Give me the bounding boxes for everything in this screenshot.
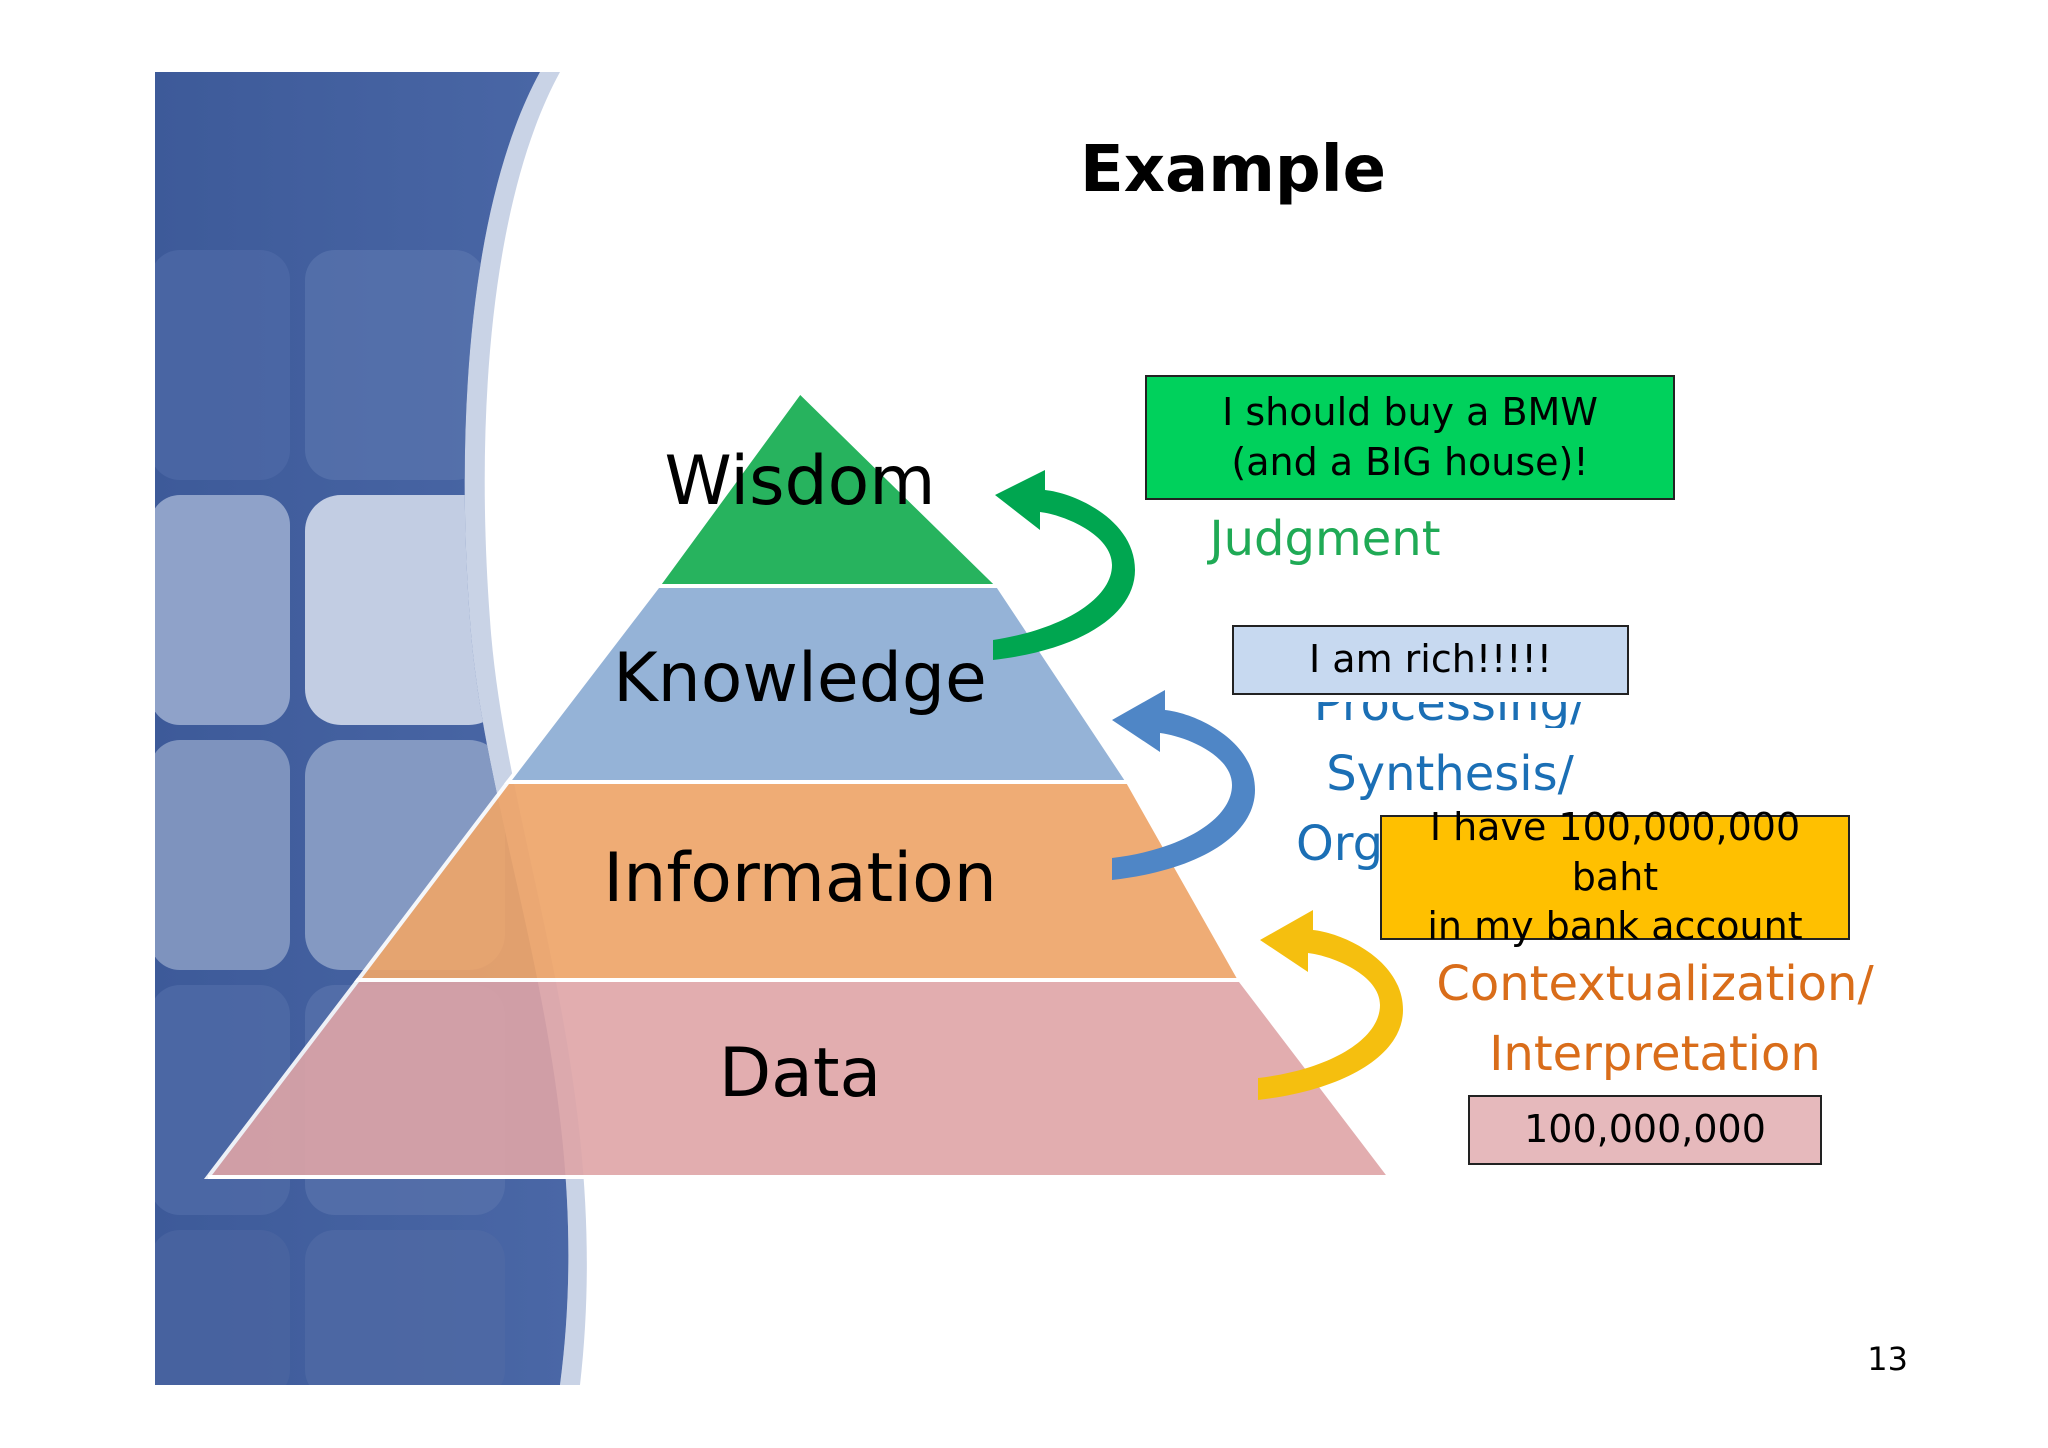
process-label-judgment: Judgment [1209, 511, 1441, 567]
example-box-knowledge: I am rich!!!!! [1232, 625, 1629, 695]
arrow-judgment [993, 470, 1135, 660]
example-wisdom-line2: (and a BIG house)! [1231, 439, 1589, 484]
pyramid-label-knowledge: Knowledge [613, 639, 987, 718]
arrow-processing [1112, 690, 1255, 880]
example-data-line1: 100,000,000 [1524, 1107, 1766, 1152]
process-label-processing-line2: Synthesis/ [1326, 746, 1574, 802]
example-box-information: I have 100,000,000 baht in my bank accou… [1380, 805, 1850, 948]
pyramid-label-information: Information [603, 839, 997, 918]
example-information-line1: I have 100,000,000 baht [1429, 805, 1801, 899]
example-information-line2: in my bank account [1427, 904, 1803, 949]
example-box-wisdom: I should buy a BMW (and a BIG house)! [1145, 375, 1675, 500]
process-label-contextualization-line2: Interpretation [1489, 1026, 1821, 1082]
slide-title: Example [1080, 133, 1387, 207]
page-number: 13 [1867, 1340, 1908, 1378]
pyramid-label-wisdom: Wisdom [664, 442, 936, 521]
process-label-contextualization-line1: Contextualization/ [1436, 956, 1874, 1012]
process-label-processing-line3: Org [1296, 816, 1384, 872]
example-wisdom-line1: I should buy a BMW [1222, 390, 1598, 435]
process-label-processing-line1: Processing/ [1313, 676, 1587, 732]
example-knowledge-line1: I am rich!!!!! [1309, 637, 1552, 682]
arrow-contextualization [1258, 910, 1403, 1100]
example-box-data: 100,000,000 [1468, 1095, 1822, 1165]
pyramid-label-data: Data [718, 1034, 882, 1113]
pyramid-level-wisdom [654, 388, 1003, 588]
